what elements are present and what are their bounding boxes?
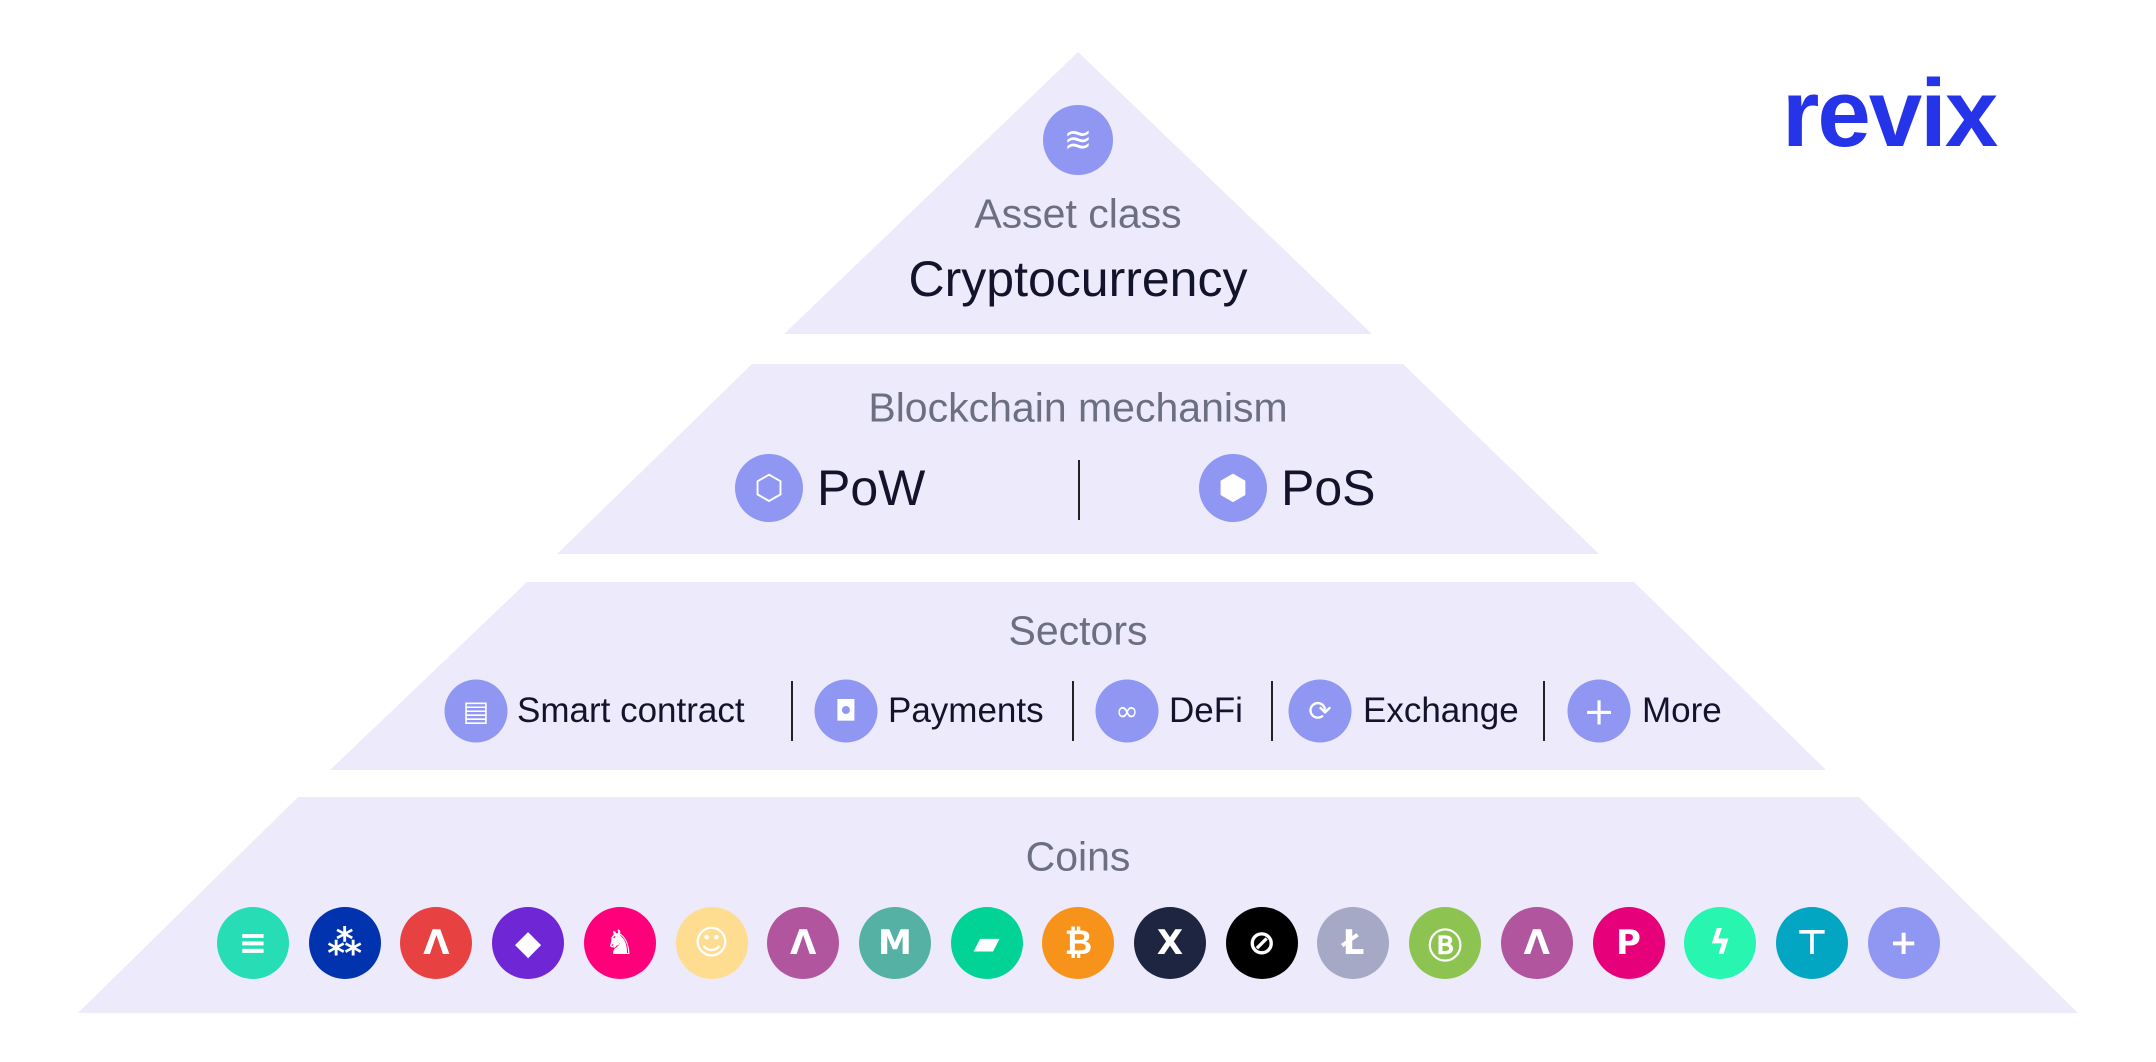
polkadot-icon: P (1592, 907, 1665, 979)
tier-label-asset-class: Asset class (974, 190, 1182, 237)
sector-more: More (1642, 691, 1722, 730)
more-coins-icon: + (1867, 907, 1940, 979)
cube-check-icon: ⬡ (735, 454, 803, 522)
cube-frame-icon: ⬢ (1199, 454, 1267, 522)
tier-label-coins: Coins (1025, 833, 1131, 880)
stellar-icon: ⊘ (1225, 907, 1298, 979)
divider (1271, 681, 1273, 741)
divider (791, 681, 793, 741)
wallet-icon: ◘ (814, 679, 878, 743)
ethereum-icon: ◆ (492, 907, 565, 979)
sector-smart-contract: Smart contract (517, 691, 745, 730)
tier-sectors-shape (330, 582, 1826, 770)
divider (1078, 460, 1080, 520)
litecoin-icon: Ł (1317, 907, 1390, 979)
mechanism-pos: PoS (1281, 460, 1376, 516)
xrp-icon: X (1134, 907, 1206, 979)
bitcoin-icon: ₿ (1042, 907, 1115, 979)
tier-label-blockchain-mechanism: Blockchain mechanism (868, 384, 1288, 431)
tier-coins-shape (78, 797, 2078, 1013)
ftx-icon: ⊤ (1775, 907, 1848, 979)
revix-logo: revix (1782, 60, 1998, 167)
tier-label-sectors: Sectors (1008, 607, 1148, 654)
defi-circles-icon: ∞ (1095, 679, 1159, 743)
sector-exchange: Exchange (1363, 691, 1519, 730)
tier-asset-class-shape (784, 52, 1372, 334)
mechanism-pow: PoW (817, 460, 926, 516)
bitcoin-cash-icon: Ⓑ (1409, 907, 1482, 979)
compound-icon: ▰ (950, 907, 1023, 979)
uniswap-icon: ♞ (583, 907, 656, 979)
pancakeswap-icon: ☺ (675, 907, 748, 979)
cardano-icon: ⁂ (308, 907, 381, 979)
maker-icon: M (858, 907, 931, 979)
avalanche-icon: Λ (400, 907, 473, 979)
plus-icon: + (1567, 679, 1631, 743)
coins-stack-icon: ≋ (1043, 105, 1113, 175)
solana-icon: ≡ (217, 907, 289, 979)
exchange-coin-icon: ⟳ (1288, 679, 1352, 743)
aave-icon: Λ (1500, 907, 1573, 979)
tier-title-cryptocurrency: Cryptocurrency (908, 251, 1248, 307)
divider (1543, 681, 1545, 741)
divider (1072, 681, 1074, 741)
thorchain-icon: ϟ (1684, 907, 1757, 979)
contract-search-icon: ▤ (444, 679, 508, 743)
sector-payments: Payments (888, 691, 1044, 730)
tier-blockchain-shape (557, 364, 1599, 554)
sector-defi: DeFi (1169, 691, 1243, 730)
aave-icon: Λ (767, 907, 840, 979)
